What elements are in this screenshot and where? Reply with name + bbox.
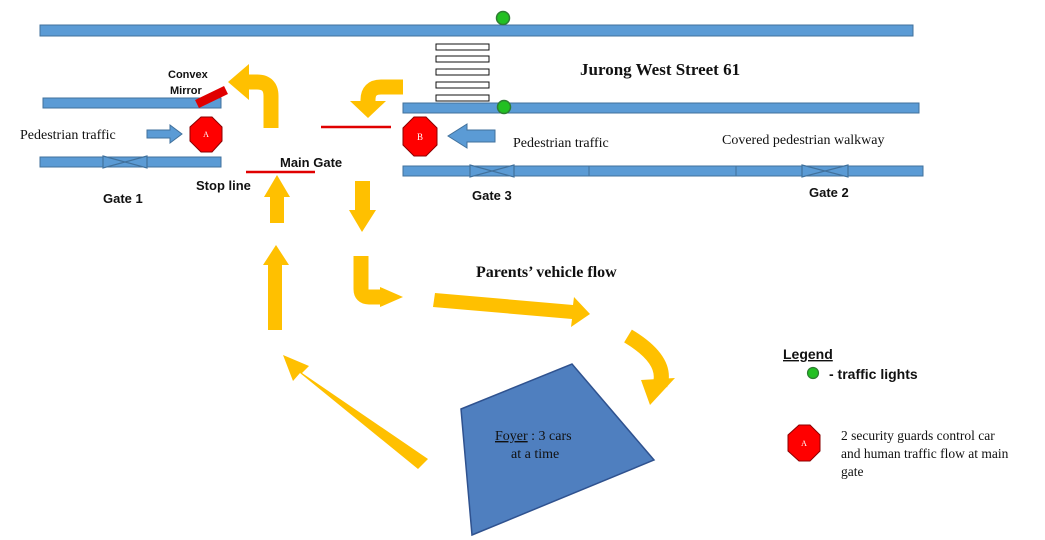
gate-3-label: Gate 3 (472, 188, 512, 203)
legend: Legend - traffic lights A 2 security gua… (783, 346, 1009, 479)
pedestrian-arrow-left-icon (146, 124, 183, 144)
security-guard-b-icon (402, 116, 438, 157)
entry-curve-arrow-icon (360, 79, 403, 101)
road-lower-right (402, 165, 924, 177)
vehicle-flow-arrows (228, 64, 675, 469)
up-arrow-to-gate-icon (264, 175, 290, 197)
gate-3-symbol (469, 164, 515, 178)
foyer-exit-arrow-icon (283, 355, 428, 469)
up-arrow-icon (263, 245, 289, 265)
main-gate-label: Main Gate (280, 155, 342, 170)
convex-mirror-label-line2: Mirror (170, 85, 203, 97)
legend-title: Legend (783, 346, 833, 362)
legend-guards-line2: and human traffic flow at main (841, 446, 1009, 461)
road-upper-left (42, 97, 222, 109)
street-name: Jurong West Street 61 (580, 60, 740, 79)
guard-b-label: B (417, 132, 423, 142)
guard-a-label: A (203, 130, 209, 139)
vehicle-flow-title: Parents’ vehicle flow (476, 264, 617, 281)
foyer-text-line2: at a time (511, 447, 559, 462)
road-top (39, 24, 914, 37)
legend-traffic-light-icon (806, 366, 820, 380)
exit-arrowhead-icon (228, 64, 249, 100)
gate-2-symbol (801, 164, 849, 178)
traffic-light-icon (495, 10, 511, 26)
gate-1-symbol (102, 155, 148, 169)
gate-1-label: Gate 1 (103, 191, 143, 206)
right-turn-arrowhead-icon (380, 287, 403, 307)
foyer-capacity: : 3 cars (528, 429, 572, 444)
legend-guards-line1: 2 security guards control car (841, 428, 995, 443)
long-right-arrow-icon (433, 293, 590, 327)
zebra-crossing (435, 43, 490, 102)
covered-walkway-label: Covered pedestrian walkway (722, 133, 885, 148)
stop-line-label: Stop line (196, 178, 251, 193)
convex-mirror-icon (195, 85, 228, 109)
road-upper-right (402, 102, 920, 114)
legend-guards-line3: gate (841, 464, 864, 479)
foyer-text-line1: Foyer : 3 cars (495, 429, 572, 444)
foyer-label: Foyer (495, 429, 528, 444)
pedestrian-traffic-left-label: Pedestrian traffic (20, 128, 116, 143)
gate-2-label: Gate 2 (809, 185, 849, 200)
entry-arrowhead-icon (350, 101, 386, 118)
pedestrian-arrow-right-icon (447, 123, 496, 149)
traffic-light-icon (496, 99, 512, 115)
legend-traffic-lights-label: - traffic lights (829, 366, 918, 382)
convex-mirror-label-line1: Convex (168, 69, 209, 81)
security-guard-a-icon (189, 116, 223, 153)
foyer-entry-arrowhead-icon (641, 378, 675, 405)
legend-guard-symbol: A (801, 439, 807, 448)
legend-guard-icon (787, 424, 821, 462)
foyer-area (460, 363, 656, 537)
exit-curve-arrow-icon (249, 74, 279, 128)
down-arrow-icon (349, 210, 376, 232)
pedestrian-traffic-right-label: Pedestrian traffic (513, 136, 609, 151)
